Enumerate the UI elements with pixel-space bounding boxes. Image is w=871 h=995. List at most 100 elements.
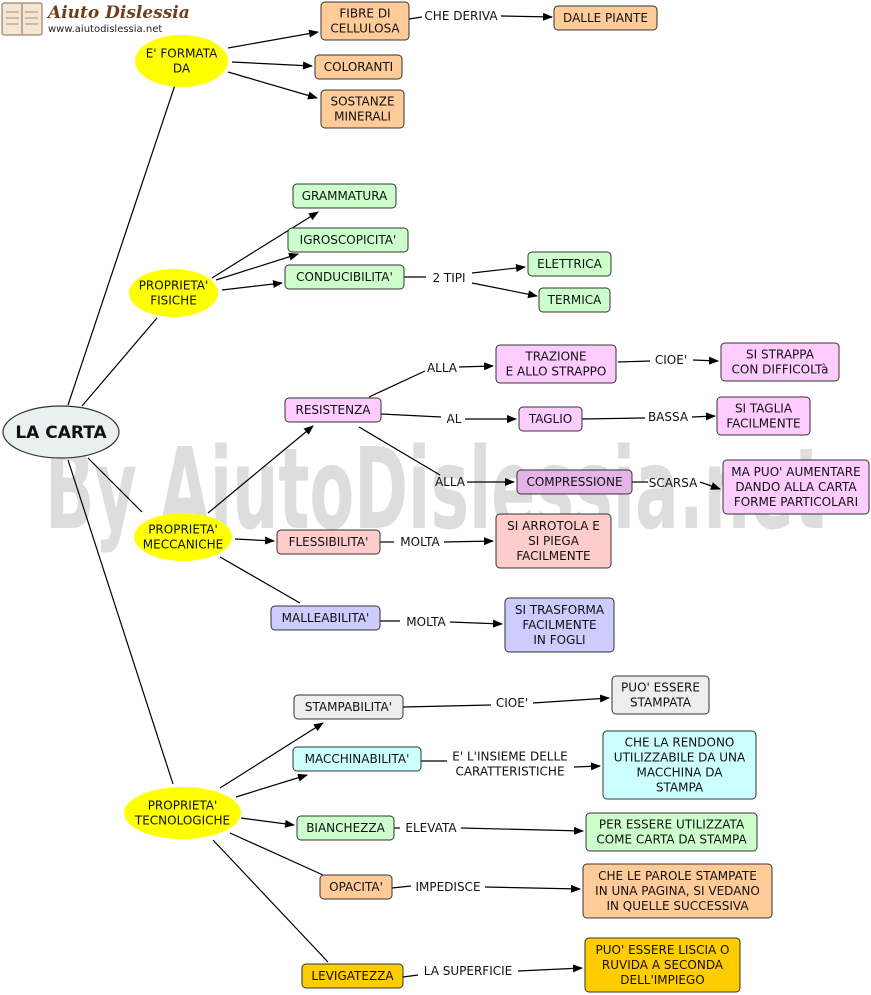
- arrow-connector: [221, 280, 283, 291]
- svg-text:GRAMMATURA: GRAMMATURA: [302, 189, 388, 203]
- line-connector: [81, 317, 158, 407]
- arrow-connector: [215, 252, 299, 281]
- node-flessibilita: FLESSIBILITA': [276, 529, 381, 555]
- node-conducibilita: CONDUCIBILITA': [284, 264, 405, 290]
- svg-text:LEVIGATEZZA: LEVIGATEZZA: [311, 969, 394, 983]
- node-bianchezza: BIANCHEZZA: [296, 815, 395, 841]
- link-label-elevata: ELEVATA: [405, 821, 457, 835]
- svg-text:BIANCHEZZA: BIANCHEZZA: [306, 821, 385, 835]
- node-compressione: COMPRESSIONE: [516, 469, 633, 495]
- svg-text:TAGLIO: TAGLIO: [528, 412, 572, 426]
- book-icon: [1, 2, 43, 36]
- arrow-connector: [458, 362, 494, 371]
- svg-text:LA CARTA: LA CARTA: [15, 423, 107, 443]
- link-label-impedisce: IMPEDISCE: [415, 880, 480, 894]
- link-label-scarsa: SCARSA: [649, 476, 698, 490]
- node-taglio: TAGLIO: [518, 406, 583, 432]
- link-label-cioe-2: CIOE': [496, 696, 528, 710]
- svg-text:RESISTENZA: RESISTENZA: [295, 403, 371, 417]
- svg-text:CONDUCIBILITA': CONDUCIBILITA': [296, 270, 393, 284]
- arrow-connector: [573, 762, 601, 771]
- node-grammatura: GRAMMATURA: [292, 183, 397, 209]
- line-connector: [212, 839, 329, 963]
- svg-text:COMPRESSIONE: COMPRESSIONE: [526, 475, 622, 489]
- node-igroscopicita: IGROSCOPICITA': [287, 227, 409, 253]
- arrow-connector: [240, 817, 295, 828]
- connectors: [67, 12, 721, 978]
- line-connector: [391, 885, 412, 889]
- logo: Aiuto Dislessia www.aiutodislessia.net: [1, 2, 190, 36]
- svg-text:OPACITA': OPACITA': [329, 880, 383, 894]
- node-levigatezza: LEVIGATEZZA: [301, 963, 404, 989]
- svg-text:MACCHINABILITA': MACCHINABILITA': [305, 752, 410, 766]
- node-termica: TERMICA: [538, 287, 611, 313]
- link-label-due-tipi: 2 TIPI: [432, 271, 465, 285]
- arrow-connector: [449, 619, 503, 628]
- svg-text:ELETTRICA: ELETTRICA: [537, 257, 603, 271]
- category-meccaniche: PROPRIETA'MECCANICHE: [134, 513, 232, 561]
- node-malleabilita: MALLEABILITA': [270, 605, 381, 631]
- svg-text:TERMICA: TERMICA: [547, 293, 603, 307]
- node-piante: DALLE PIANTE: [553, 5, 658, 31]
- line-connector: [67, 459, 174, 785]
- svg-text:PROPRIETA'TECNOLOGICHE: PROPRIETA'TECNOLOGICHE: [134, 799, 230, 828]
- node-macchinabilita: MACCHINABILITA': [292, 746, 422, 772]
- arrow-connector: [227, 29, 319, 49]
- link-label-molta-2: MOLTA: [406, 615, 446, 629]
- arrow-connector: [500, 12, 553, 21]
- arrow-connector: [471, 282, 538, 299]
- link-label-alla-1: ALLA: [427, 361, 458, 375]
- svg-text:DALLE PIANTE: DALLE PIANTE: [563, 11, 648, 25]
- arrow-connector: [691, 412, 716, 421]
- link-label-molta-1: MOLTA: [400, 535, 440, 549]
- arrow-connector: [692, 356, 719, 365]
- category-fisiche: PROPRIETA'FISICHE: [129, 269, 218, 317]
- node-elettrica: ELETTRICA: [527, 251, 612, 277]
- line-connector: [402, 704, 492, 708]
- line-connector: [229, 832, 324, 876]
- link-label-cioe-1: CIOE': [655, 353, 687, 367]
- svg-text:MALLEABILITA': MALLEABILITA': [282, 611, 370, 625]
- logo-url: www.aiutodislessia.net: [48, 24, 162, 35]
- logo-title: Aiuto Dislessia: [46, 3, 190, 23]
- arrow-connector: [443, 537, 494, 546]
- category-tecnologiche: PROPRIETA'TECNOLOGICHE: [124, 787, 241, 839]
- arrow-connector: [517, 964, 583, 973]
- arrow-connector: [532, 694, 610, 704]
- line-connector: [368, 370, 426, 398]
- link-label-che-deriva: CHE DERIVA: [424, 9, 498, 23]
- arrow-connector: [471, 264, 526, 274]
- line-connector: [67, 84, 176, 406]
- arrow-connector: [235, 773, 308, 798]
- arrow-connector: [460, 826, 584, 835]
- root-node: LA CARTA: [2, 405, 120, 459]
- svg-text:PROPRIETA'MECCANICHE: PROPRIETA'MECCANICHE: [143, 523, 223, 552]
- line-connector: [380, 413, 442, 418]
- line-connector: [358, 426, 441, 476]
- arrow-connector: [207, 425, 314, 514]
